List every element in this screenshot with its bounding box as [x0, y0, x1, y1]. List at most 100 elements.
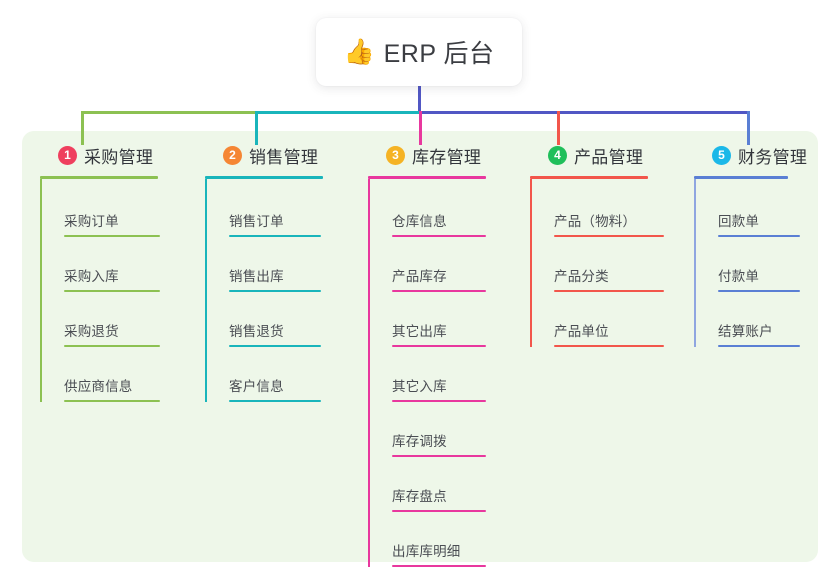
leaf-item-label: 其它出库: [392, 324, 447, 339]
leaf-item[interactable]: 供应商信息: [40, 347, 188, 402]
column-库存管理: 3 库存管理仓库信息产品库存其它出库其它入库库存调拨库存盘点出库库明细: [368, 143, 516, 567]
leaf-item-rule: [392, 345, 486, 347]
leaf-item-rule: [392, 400, 486, 402]
leaf-item-rule: [392, 565, 486, 567]
leaf-list-2: 销售订单销售出库销售退货客户信息: [205, 179, 353, 402]
column-header-5[interactable]: 5 财务管理: [694, 143, 818, 167]
leaf-item-label: 采购订单: [64, 214, 119, 229]
leaf-item[interactable]: 销售出库: [205, 237, 353, 292]
column-title-5: 财务管理: [738, 147, 808, 167]
leaf-list-1: 采购订单采购入库采购退货供应商信息: [40, 179, 188, 402]
column-header-rule-1: [40, 176, 158, 179]
leaf-item[interactable]: 仓库信息: [368, 179, 516, 237]
leaf-item-label: 客户信息: [229, 379, 284, 394]
leaf-item[interactable]: 产品单位: [530, 292, 678, 347]
leaf-item-rule: [392, 455, 486, 457]
leaf-list-4: 产品（物料） 产品分类产品单位: [530, 179, 678, 347]
leaf-item-rule: [392, 510, 486, 512]
column-badge-5: 5: [712, 145, 731, 165]
leaf-item[interactable]: 回款单: [694, 179, 818, 237]
leaf-list-5: 回款单付款单结算账户: [694, 179, 818, 347]
leaf-item-rule: [392, 290, 486, 292]
column-header-rule-4: [530, 176, 648, 179]
leaf-item[interactable]: 其它出库: [368, 292, 516, 347]
column-header-1[interactable]: 1 采购管理: [40, 143, 188, 167]
leaf-item-rule: [718, 235, 800, 237]
leaf-item[interactable]: 其它入库: [368, 347, 516, 402]
leaf-item-label: 销售退货: [229, 324, 284, 339]
leaf-item[interactable]: 采购入库: [40, 237, 188, 292]
leaf-spine-3: [368, 179, 370, 567]
leaf-item[interactable]: 出库库明细: [368, 512, 516, 567]
leaf-item[interactable]: 产品库存: [368, 237, 516, 292]
leaf-item-label: 仓库信息: [392, 214, 447, 229]
column-header-rule-5: [694, 176, 788, 179]
leaf-item-label: 供应商信息: [64, 379, 133, 394]
column-badge-2: 2: [223, 145, 242, 165]
leaf-item[interactable]: 采购退货: [40, 292, 188, 347]
leaf-item[interactable]: 库存调拨: [368, 402, 516, 457]
column-badge-1: 1: [58, 145, 77, 165]
bus-segment-2: [255, 111, 420, 114]
bus-segment-3: [419, 111, 749, 114]
leaf-item-rule: [229, 400, 321, 402]
column-title-3: 库存管理: [412, 147, 482, 167]
leaf-item-label: 结算账户: [718, 324, 773, 339]
leaf-item-rule: [64, 345, 160, 347]
root-node-title: ERP 后台: [383, 40, 495, 68]
leaf-item-label: 其它入库: [392, 379, 447, 394]
leaf-item-label: 采购入库: [64, 269, 119, 284]
leaf-item[interactable]: 销售订单: [205, 179, 353, 237]
leaf-spine-2: [205, 179, 207, 402]
leaf-item-label: 产品单位: [554, 324, 609, 339]
leaf-item-label: 销售出库: [229, 269, 284, 284]
leaf-item-rule: [392, 235, 486, 237]
leaf-item-rule: [718, 290, 800, 292]
root-stem-line: [418, 86, 421, 113]
branch-drop-1: [81, 111, 84, 145]
leaf-item-rule: [554, 345, 664, 347]
leaf-item[interactable]: 产品（物料）: [530, 179, 678, 237]
column-财务管理: 5 财务管理回款单付款单结算账户: [694, 143, 818, 347]
bus-segment-1: [81, 111, 256, 114]
branch-drop-4: [557, 111, 560, 145]
leaf-item-rule: [718, 345, 800, 347]
branch-drop-2: [255, 111, 258, 145]
root-node-erp-backend[interactable]: 👍 ERP 后台: [316, 18, 522, 86]
leaf-item[interactable]: 客户信息: [205, 347, 353, 402]
leaf-item-label: 产品库存: [392, 269, 447, 284]
leaf-spine-5: [694, 179, 696, 347]
leaf-item[interactable]: 结算账户: [694, 292, 818, 347]
leaf-item-label: 产品分类: [554, 269, 609, 284]
leaf-item-label: 出库库明细: [392, 544, 461, 559]
column-badge-3: 3: [386, 145, 405, 165]
leaf-list-3: 仓库信息产品库存其它出库其它入库库存调拨库存盘点出库库明细: [368, 179, 516, 567]
leaf-item[interactable]: 采购订单: [40, 179, 188, 237]
leaf-item[interactable]: 产品分类: [530, 237, 678, 292]
leaf-item-rule: [64, 400, 160, 402]
leaf-item-label: 库存调拨: [392, 434, 447, 449]
thumbs-up-icon: 👍: [343, 37, 375, 66]
leaf-item-label: 销售订单: [229, 214, 284, 229]
column-采购管理: 1 采购管理采购订单采购入库采购退货供应商信息: [40, 143, 188, 402]
leaf-item[interactable]: 销售退货: [205, 292, 353, 347]
leaf-item-label: 付款单: [718, 269, 760, 284]
leaf-item-rule: [554, 290, 664, 292]
branch-drop-3: [419, 111, 422, 145]
leaf-item-rule: [229, 345, 321, 347]
leaf-item-label: 采购退货: [64, 324, 119, 339]
column-title-1: 采购管理: [84, 147, 154, 167]
leaf-item-rule: [229, 235, 321, 237]
leaf-item-rule: [64, 290, 160, 292]
leaf-item-rule: [554, 235, 664, 237]
column-header-3[interactable]: 3 库存管理: [368, 143, 516, 167]
leaf-spine-1: [40, 179, 42, 402]
leaf-item-rule: [229, 290, 321, 292]
leaf-item[interactable]: 库存盘点: [368, 457, 516, 512]
leaf-item[interactable]: 付款单: [694, 237, 818, 292]
leaf-item-rule: [64, 235, 160, 237]
column-header-rule-2: [205, 176, 323, 179]
